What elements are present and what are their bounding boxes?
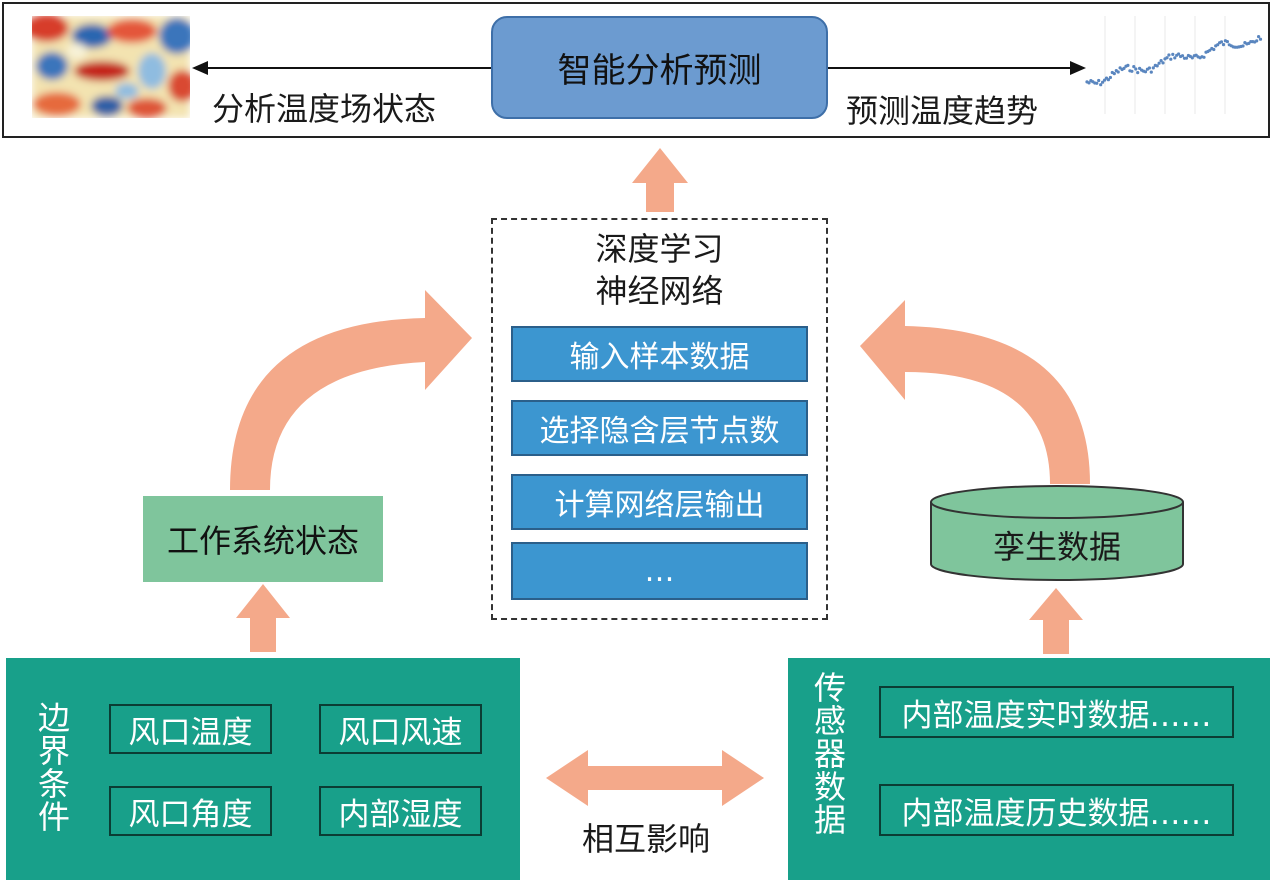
trend-point xyxy=(1155,64,1159,68)
arrow-boundary-to-state xyxy=(236,584,290,652)
trend-point xyxy=(1257,35,1261,39)
trend-point xyxy=(1157,61,1161,65)
sensor-data-panel xyxy=(788,658,1270,880)
intelligent-prediction-box: 智能分析预测 xyxy=(491,16,828,119)
trend-point xyxy=(1134,67,1138,71)
trend-point xyxy=(1212,47,1216,52)
internal-temp-realtime-cell: 内部温度实时数据…… xyxy=(879,686,1234,738)
trend-point xyxy=(1151,66,1155,70)
trend-point xyxy=(1159,59,1163,63)
trend-point xyxy=(1180,54,1185,58)
neural-network-frame xyxy=(491,218,828,620)
sensor-title-char: 器 xyxy=(813,735,846,773)
trend-point xyxy=(1130,69,1134,73)
trend-point xyxy=(1202,55,1206,59)
trend-point xyxy=(1219,40,1224,44)
intelligent-prediction-label: 智能分析预测 xyxy=(557,51,762,91)
neural-network-title-line1: 深度学习 xyxy=(595,230,724,268)
trend-point xyxy=(1258,37,1263,41)
trend-point xyxy=(1106,78,1110,82)
arrow-nn-to-predict xyxy=(632,148,688,212)
sensor-title-char: 传 xyxy=(813,669,846,707)
mutual-influence-label: 相互影响 xyxy=(582,820,711,858)
work-system-state-label: 工作系统状态 xyxy=(166,522,359,560)
trend-point xyxy=(1173,56,1177,60)
curved-arrow-twin-to-nn xyxy=(860,300,1090,484)
temperature-trend-plot xyxy=(1085,16,1263,114)
boundary-conditions-panel xyxy=(6,658,520,880)
internal-temp-history-cell: 内部温度历史数据…… xyxy=(879,784,1234,836)
trend-point xyxy=(1225,40,1229,44)
trend-point xyxy=(1161,61,1165,65)
arrow-sensor-to-twin xyxy=(1029,588,1083,654)
trend-point xyxy=(1099,83,1103,87)
inlet-velocity-cell: 风口风速 xyxy=(319,704,482,754)
curved-arrow-state-to-nn xyxy=(230,290,472,490)
trend-point xyxy=(1136,71,1140,75)
sensor-data-title: 传 感 器 数 据 xyxy=(812,672,848,837)
trend-point xyxy=(1177,52,1181,56)
trend-point xyxy=(1190,56,1194,60)
trend-point xyxy=(1169,57,1173,61)
boundary-title-char: 界 xyxy=(37,732,70,770)
sensor-title-char: 数 xyxy=(813,768,846,806)
step-compute-layer-output: 计算网络层输出 xyxy=(511,474,808,530)
internal-humidity-cell: 内部湿度 xyxy=(319,786,482,836)
step-select-hidden-nodes: 选择隐含层节点数 xyxy=(511,400,808,456)
trend-point xyxy=(1171,52,1175,57)
sensor-title-char: 感 xyxy=(813,702,846,740)
arrow-to-heatmap xyxy=(192,61,491,75)
trend-point xyxy=(1255,39,1259,43)
predict-trend-label: 预测温度趋势 xyxy=(846,92,1039,130)
trend-point xyxy=(1108,75,1112,80)
twin-data-cylinder xyxy=(930,485,1184,581)
boundary-title-char: 条 xyxy=(37,765,70,803)
boundary-conditions-title: 边 界 条 件 xyxy=(36,702,72,834)
trend-point xyxy=(1122,66,1126,70)
trend-point xyxy=(1097,78,1101,83)
mutual-influence-arrow xyxy=(546,750,764,806)
boundary-title-char: 边 xyxy=(37,699,70,737)
trend-point xyxy=(1147,66,1151,70)
boundary-title-char: 件 xyxy=(37,798,70,836)
trend-point xyxy=(1216,43,1220,47)
trend-point xyxy=(1143,70,1148,74)
trend-point xyxy=(1149,70,1153,74)
trend-point xyxy=(1167,53,1171,57)
trend-point xyxy=(1101,80,1105,84)
step-ellipsis: … xyxy=(511,542,808,600)
trend-point xyxy=(1095,81,1099,85)
analyze-field-label: 分析温度场状态 xyxy=(212,90,437,128)
twin-data-label: 孪生数据 xyxy=(992,528,1121,566)
trend-point xyxy=(1221,43,1226,47)
trend-point xyxy=(1184,56,1189,60)
trend-point xyxy=(1112,72,1116,76)
arrow-to-trend xyxy=(828,61,1086,75)
trend-point xyxy=(1103,78,1107,82)
trend-point xyxy=(1241,44,1245,48)
trend-point xyxy=(1126,63,1130,67)
trend-point xyxy=(1165,56,1169,60)
trend-point xyxy=(1087,81,1091,85)
temperature-field-heatmap xyxy=(32,16,190,118)
neural-network-title-line2: 神经网络 xyxy=(595,272,724,310)
sensor-title-char: 据 xyxy=(813,801,846,839)
inlet-temperature-cell: 风口温度 xyxy=(109,704,272,754)
work-system-state-box: 工作系统状态 xyxy=(143,496,383,582)
trend-point xyxy=(1132,65,1136,69)
inlet-angle-cell: 风口角度 xyxy=(109,786,272,836)
neural-network-title: 深度学习 神经网络 xyxy=(491,228,828,312)
trend-point xyxy=(1116,70,1120,74)
top-frame xyxy=(2,2,1270,138)
step-input-samples: 输入样本数据 xyxy=(511,326,808,382)
